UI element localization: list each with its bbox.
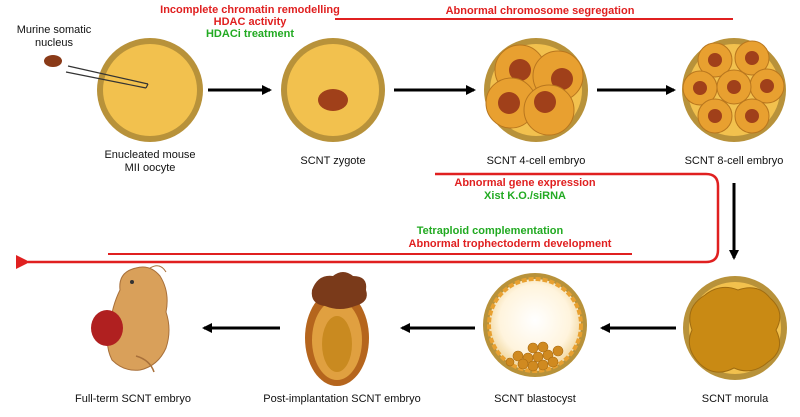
hdaci-treatment-text: HDACi treatment — [205, 28, 294, 40]
post-implantation-embryo-icon — [305, 272, 369, 386]
gene-expression-path — [15, 172, 720, 269]
blastocyst-icon — [483, 273, 587, 377]
zygote-icon — [281, 38, 385, 142]
morula-label: SCNT morula — [701, 393, 769, 405]
trophectoderm-text: Abnormal trophectoderm development — [408, 238, 612, 250]
blastocyst-label: SCNT blastocyst — [494, 393, 576, 405]
gene-expression-text: Abnormal gene expression — [454, 177, 596, 189]
eight-cell-embryo-icon — [682, 38, 786, 142]
four-cell-embryo-icon — [484, 38, 588, 142]
four-cell-label: SCNT 4-cell embryo — [486, 155, 586, 167]
pipette-icon — [65, 65, 149, 89]
morula-icon — [683, 276, 787, 380]
full-term-pup-icon — [91, 265, 170, 373]
chromatin-remodelling-text: Incomplete chromatin remodelling — [160, 4, 340, 16]
chromosome-segregation-text: Abnormal chromosome segregation — [445, 5, 635, 17]
xist-text: Xist K.O./siRNA — [484, 190, 566, 202]
oocyte-label: Enucleated mouse MII oocyte — [104, 149, 196, 174]
full-term-label: Full-term SCNT embryo — [75, 393, 191, 405]
eight-cell-label: SCNT 8-cell embryo — [684, 155, 784, 167]
post-implantation-label: Post-implantation SCNT embryo — [263, 393, 421, 405]
hdac-activity-text: HDAC activity — [213, 16, 287, 28]
murine-nucleus-label: Murine somatic nucleus — [16, 24, 92, 49]
oocyte-icon — [97, 38, 203, 142]
somatic-nucleus-icon — [44, 55, 62, 67]
tetraploid-text: Tetraploid complementation — [416, 225, 564, 237]
zygote-label: SCNT zygote — [300, 155, 366, 167]
